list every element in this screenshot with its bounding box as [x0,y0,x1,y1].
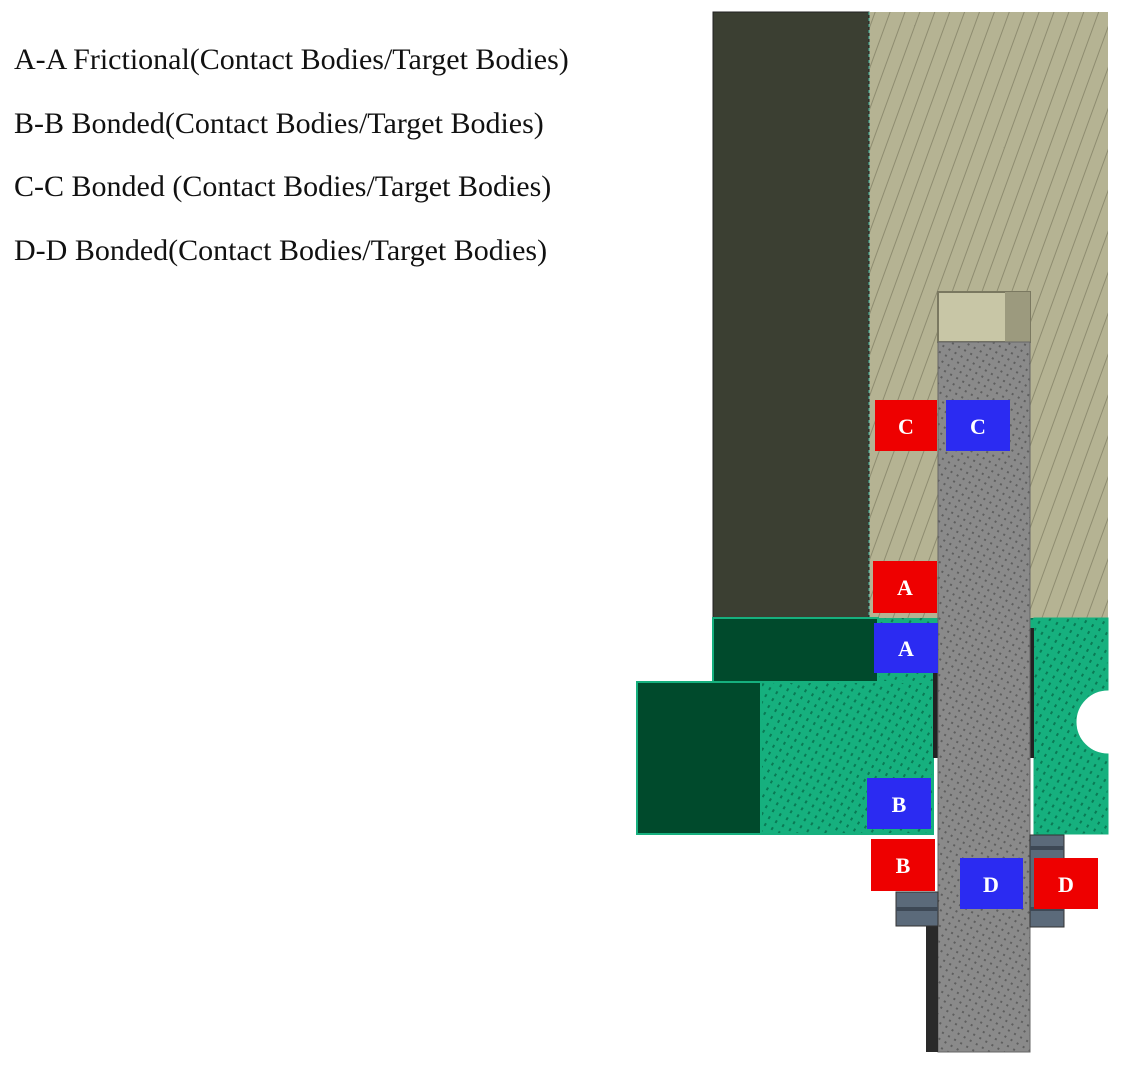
tag-d-contact: D [1034,858,1098,909]
svg-text:C: C [970,414,986,439]
svg-text:B: B [896,853,911,878]
legend-line-c-c: C-C Bonded (Contact Bodies/Target Bodies… [14,170,552,203]
svg-text:D: D [1058,872,1074,897]
tag-d-target: D [960,858,1023,909]
dark-green-top-strip [712,617,879,683]
svg-text:C: C [898,414,914,439]
legend-line-a-a: A-A Frictional(Contact Bodies/Target Bod… [14,43,569,76]
tag-a-contact: A [873,561,937,613]
dark-green-flange-end [636,681,762,835]
shaft [937,341,1031,1053]
svg-text:A: A [898,636,914,661]
tag-c-contact: C [875,400,937,451]
tag-a-target: A [874,623,938,673]
tag-c-target: C [946,400,1010,451]
svg-text:D: D [983,872,999,897]
svg-text:B: B [892,792,907,817]
legend: A-A Frictional(Contact Bodies/Target Bod… [14,38,569,292]
tag-b-contact: B [871,839,935,891]
dark-plate [712,11,870,619]
legend-line-d-d: D-D Bonded(Contact Bodies/Target Bodies) [14,233,548,267]
tag-b-target: B [867,778,931,829]
svg-text:A: A [897,575,913,600]
green-right-block [1033,617,1109,835]
legend-line-b-b: B-B Bonded(Contact Bodies/Target Bodies) [14,106,544,140]
